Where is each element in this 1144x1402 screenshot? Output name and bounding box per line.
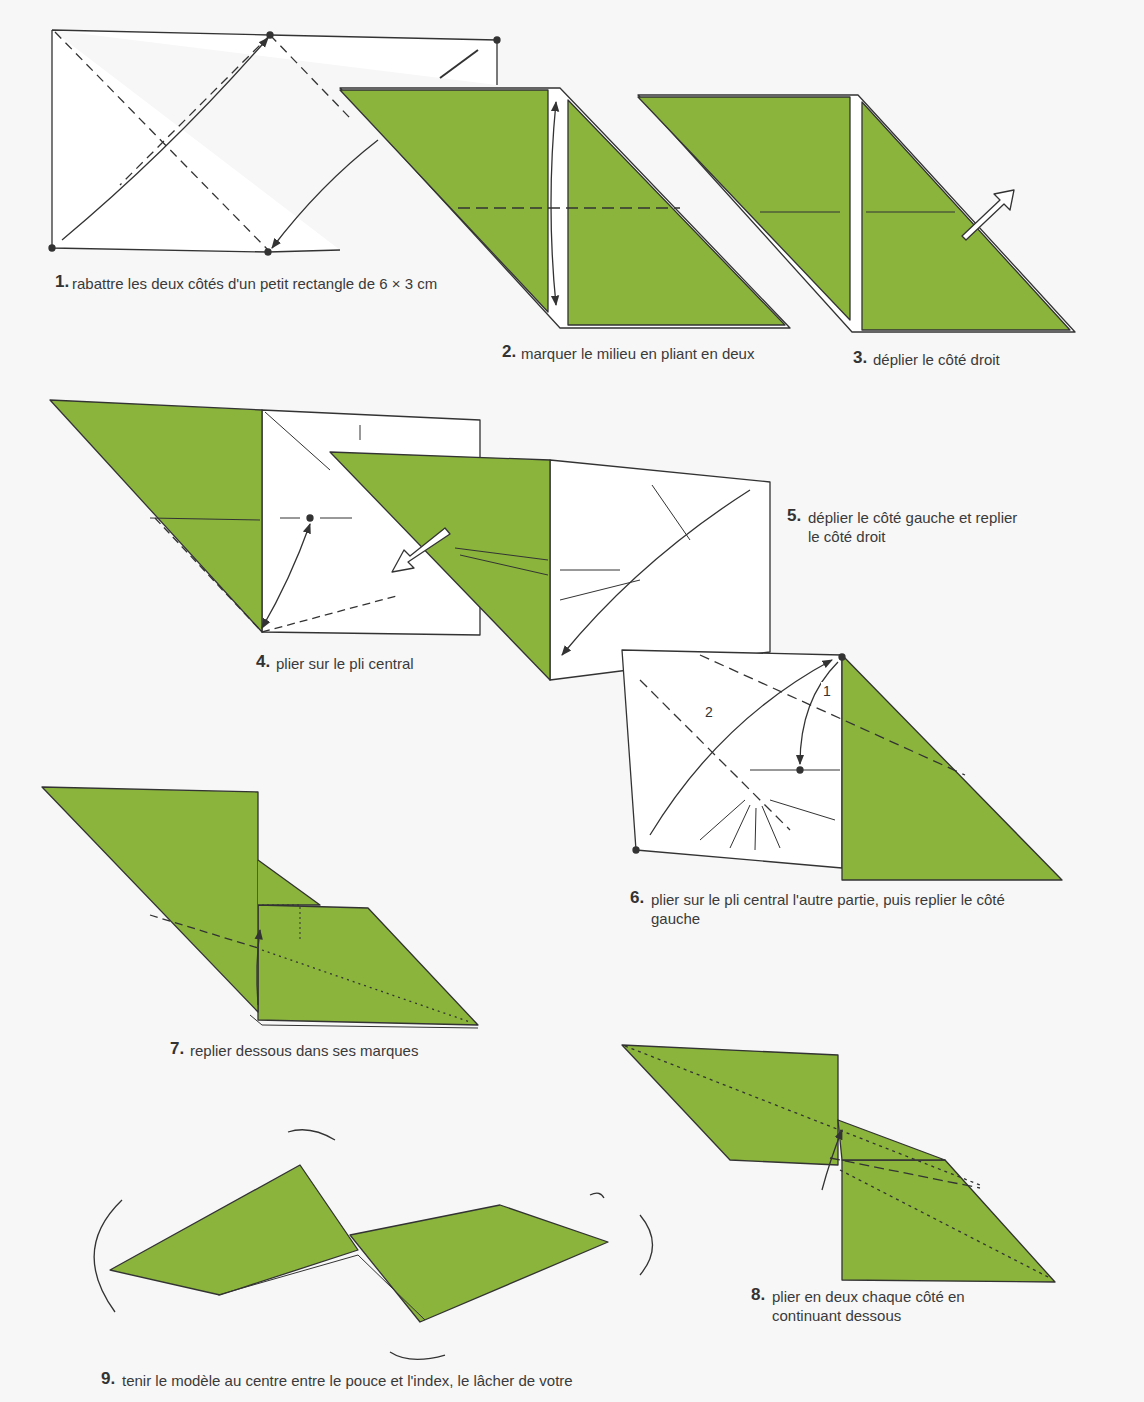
step-7-fold: [42, 787, 478, 1028]
step-8-fold: [622, 1045, 1055, 1282]
step-3-fold: [638, 95, 1075, 332]
callout-number: 1: [821, 682, 833, 701]
step-instruction: rabattre les deux côtés d'un petit recta…: [72, 274, 437, 293]
callout-number: 2: [703, 703, 715, 722]
step-number: 8.: [751, 1285, 765, 1304]
step-5-fold: [330, 452, 770, 680]
step-6-fold: [622, 650, 1062, 880]
step-instruction: déplier le côté droit: [873, 350, 1000, 369]
step-number: 3.: [853, 348, 867, 367]
step-number: 7.: [170, 1039, 184, 1058]
step-number: 4.: [256, 652, 270, 671]
step-number: 9.: [101, 1369, 115, 1388]
step-instruction: marquer le milieu en pliant en deux: [521, 344, 754, 363]
step-instruction: plier sur le pli central: [276, 654, 414, 673]
step-9-helix: [94, 1130, 652, 1360]
step-instruction: plier en deux chaque côté en continuant …: [772, 1287, 1037, 1325]
step-instruction: tenir le modèle au centre entre le pouce…: [122, 1371, 573, 1390]
step-instruction: plier sur le pli central l'autre partie,…: [651, 890, 1031, 928]
step-instruction: déplier le côté gauche et replier le côt…: [808, 508, 1023, 546]
step-number: 5.: [787, 506, 801, 525]
step-number: 6.: [630, 888, 644, 907]
step-number: 2.: [502, 342, 516, 361]
step-instruction: replier dessous dans ses marques: [190, 1041, 418, 1060]
step-number: 1.: [55, 272, 69, 291]
